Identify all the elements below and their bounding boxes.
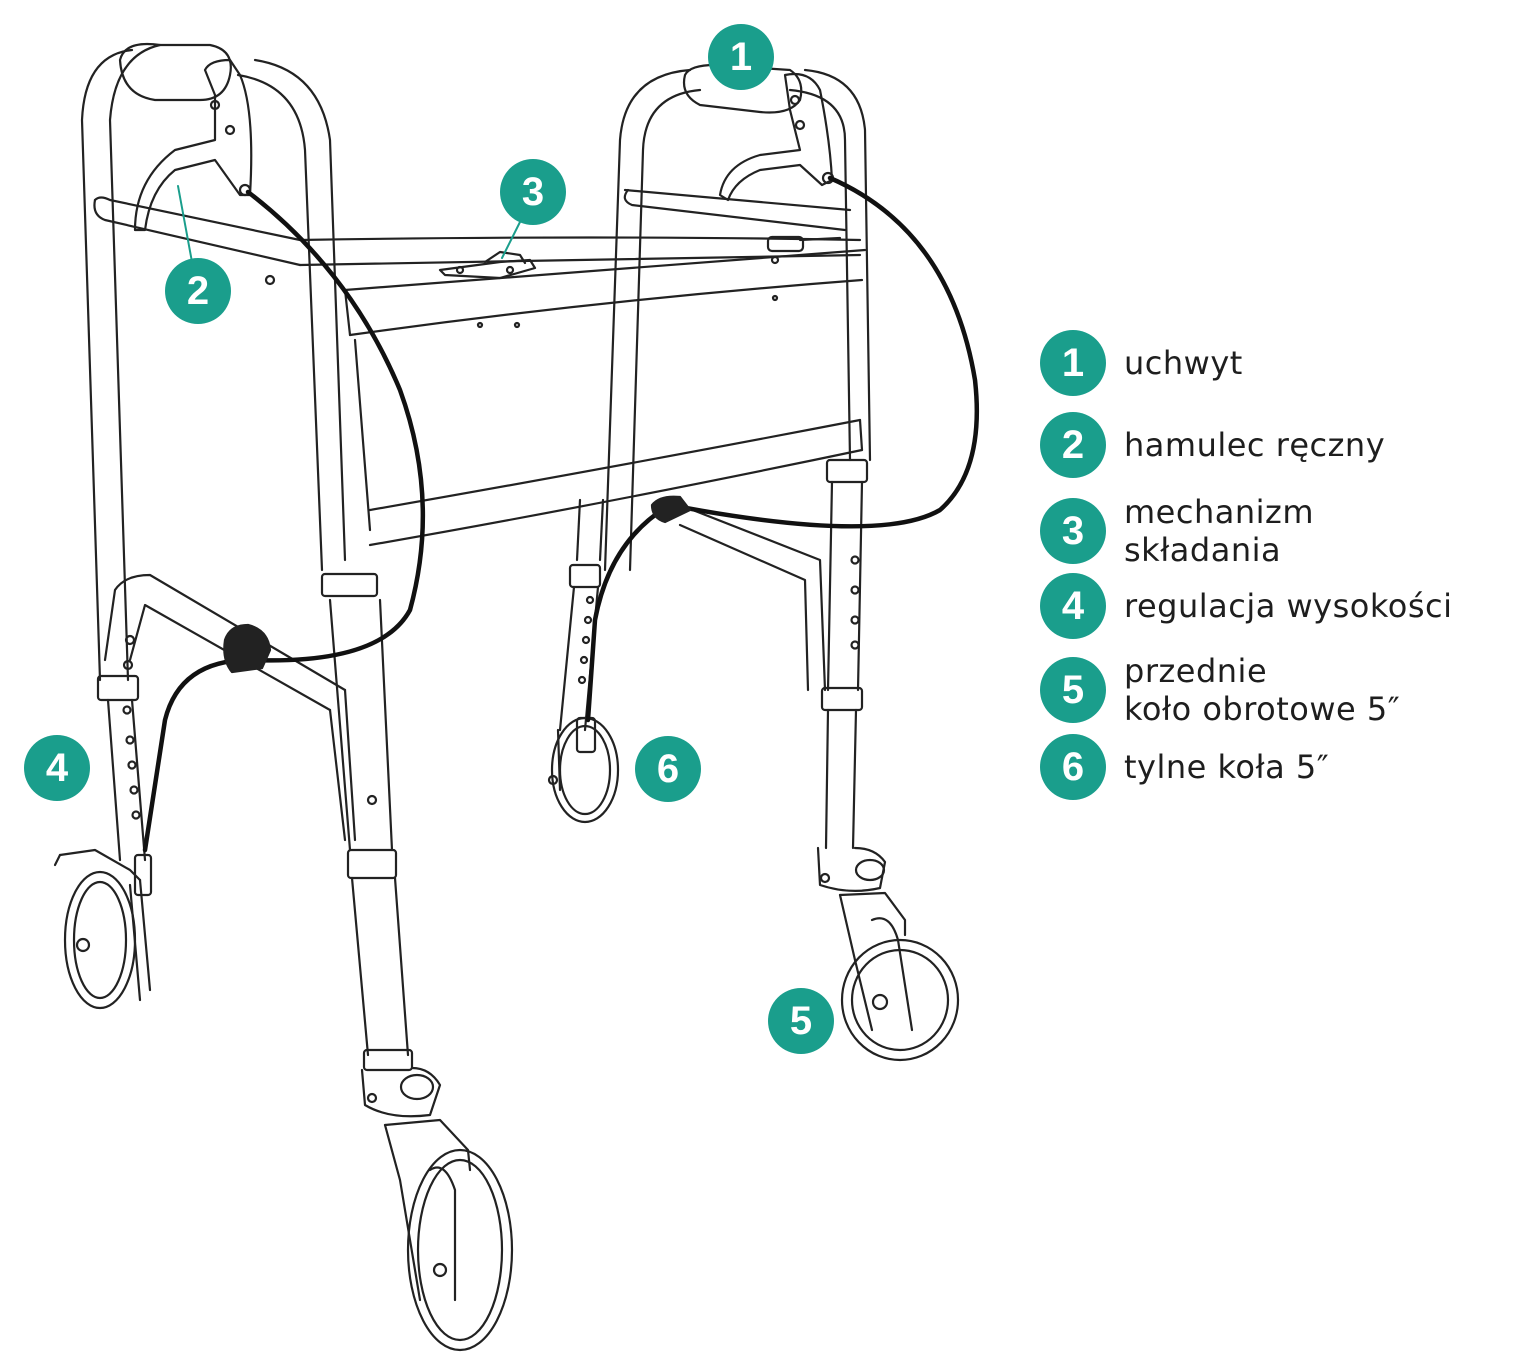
legend-item: 1 uchwyt (1040, 330, 1243, 396)
right-cable-clamp (650, 495, 692, 524)
legend-number-badge: 3 (1040, 498, 1106, 564)
legend-item: 4 regulacja wysokości (1040, 573, 1452, 639)
callout-badge-3: 3 (500, 159, 566, 225)
crossbars (264, 235, 867, 547)
legend-item: 5 przednie koło obrotowe 5″ (1040, 652, 1400, 728)
legend-item: 2 hamulec ręczny (1040, 412, 1385, 478)
left-cable-clamp (223, 623, 272, 674)
legend-label: regulacja wysokości (1124, 587, 1453, 625)
right-front-caster (816, 846, 960, 1062)
legend-number-badge: 2 (1040, 412, 1106, 478)
legend-item: 6 tylne koła 5″ (1040, 734, 1329, 800)
left-rear-wheel (53, 848, 153, 1010)
legend-number-badge: 6 (1040, 734, 1106, 800)
brake-leader-line (177, 185, 193, 263)
callout-badge-2: 2 (165, 258, 231, 324)
left-side-frame (80, 42, 414, 1072)
legend-number-badge: 4 (1040, 573, 1106, 639)
callout-badge-6: 6 (635, 736, 701, 802)
brake-cables (142, 175, 980, 853)
left-front-caster (360, 1066, 514, 1352)
legend-label: mechanizm składania (1124, 493, 1314, 569)
callout-badge-1: 1 (708, 24, 774, 90)
right-rear-wheel (547, 716, 620, 824)
callout-badge-5: 5 (768, 988, 834, 1054)
legend-label: hamulec ręczny (1124, 426, 1386, 464)
legend-label: uchwyt (1124, 344, 1243, 382)
legend-number-badge: 1 (1040, 330, 1106, 396)
legend-item: 3 mechanizm składania (1040, 493, 1314, 569)
callout-badge-4: 4 (24, 735, 90, 801)
legend-number-badge: 5 (1040, 657, 1106, 723)
legend-label: przednie koło obrotowe 5″ (1124, 652, 1401, 728)
fold-leader-line (501, 221, 521, 259)
legend-label: tylne koła 5″ (1124, 748, 1330, 786)
